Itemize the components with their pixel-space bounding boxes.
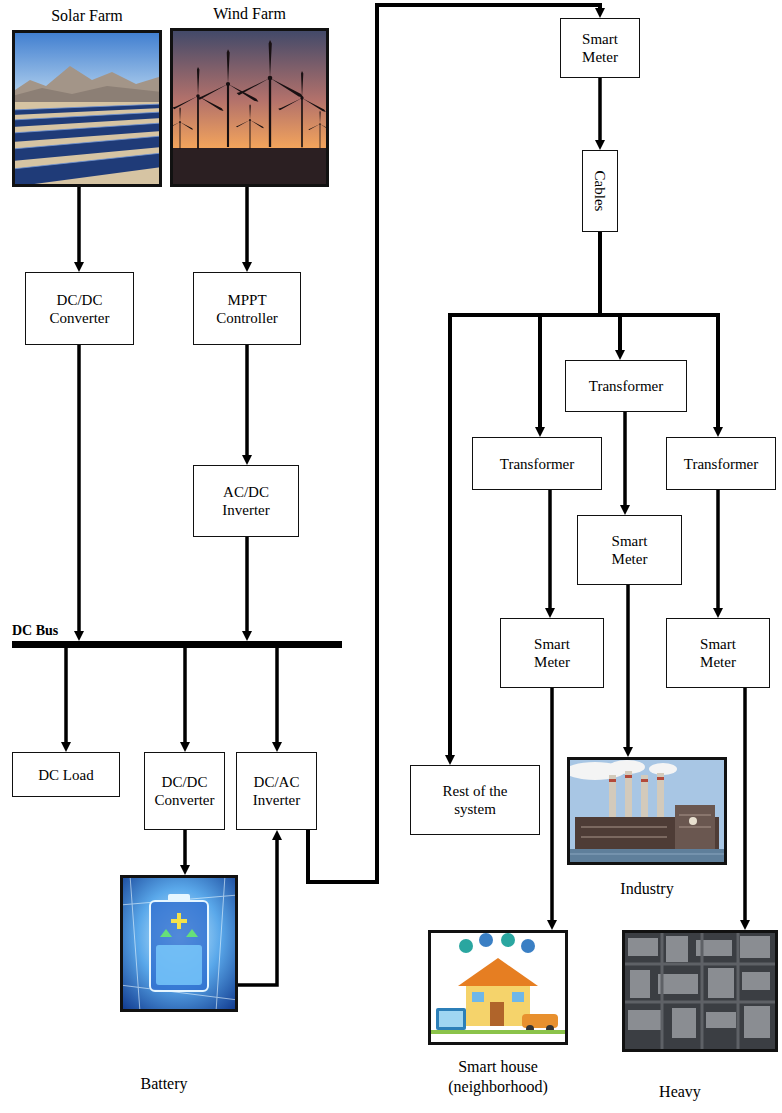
connector [548,490,552,612]
industry-illustration [567,757,727,865]
box-label: DC/DC Converter [152,773,218,809]
process-box: Rest of the system [410,765,540,835]
connector [626,585,630,751]
image-panel: Industry [567,757,727,865]
connector [743,688,747,924]
box-label: Smart Meter [600,532,660,568]
smart-house-illustration [428,930,568,1045]
process-box: DC/AC Inverter [236,752,317,830]
heavy-load-illustration [622,930,778,1052]
process-box: Transformer [472,437,602,490]
box-label: Transformer [684,455,758,473]
connector [238,836,277,985]
process-box: AC/DC Inverter [193,465,299,537]
process-box: Transformer [565,360,687,412]
image-caption: Wind Farm [170,4,329,24]
box-label: MPPT Controller [210,291,285,327]
connector [183,648,187,746]
connector [183,830,187,869]
process-box: MPPT Controller [193,272,301,345]
process-box: Smart Meter [560,18,640,78]
solar-farm-illustration [12,30,162,187]
wind-farm-illustration [170,28,329,187]
connector [245,345,249,459]
connector [77,187,81,266]
process-box: Smart Meter [577,515,682,585]
bus-bar: DC Bus [12,641,342,648]
box-label: Rest of the system [430,782,520,818]
image-panel: Solar Farm [12,30,162,187]
process-box: DC/DC Converter [25,272,134,345]
image-caption: Smart house (neighborhood) [439,1057,557,1097]
connector [77,345,81,635]
process-box: Cables [582,150,618,232]
connector [245,537,249,635]
image-caption: Industry [567,879,727,899]
box-label: Cables [591,171,609,212]
image-panel: Heavy [622,930,778,1052]
process-box: DC Load [12,752,120,797]
box-label: DC/AC Inverter [246,773,308,809]
connector [275,648,279,746]
box-label: DC Load [38,766,93,784]
connector [245,187,249,266]
box-label: Transformer [500,455,574,473]
connector [600,232,620,354]
image-caption: Battery [114,1074,214,1094]
connector [623,412,627,509]
process-box: Smart Meter [500,618,604,688]
smart-icons [459,933,535,953]
connector [598,78,602,144]
image-panel: Battery [120,875,238,1012]
battery-illustration [120,875,238,1012]
image-caption: Solar Farm [12,6,162,26]
turbines [170,40,329,149]
box-label: Smart Meter [688,635,748,671]
image-caption: Heavy [630,1082,730,1102]
box-label: Smart Meter [570,30,630,66]
process-box: Smart Meter [666,618,770,688]
connector [64,648,68,746]
box-label: Smart Meter [522,635,582,671]
box-label: AC/DC Inverter [211,483,281,519]
bus-label: DC Bus [12,623,58,639]
image-panel: Wind Farm [170,28,329,187]
box-label: DC/DC Converter [42,291,117,327]
connector [550,688,554,924]
solar-panels [12,104,162,187]
box-label: Transformer [589,377,663,395]
process-box: Transformer [666,437,776,490]
image-panel: Smart house (neighborhood) [428,930,568,1045]
process-box: DC/DC Converter [144,752,225,830]
connector [716,490,720,612]
